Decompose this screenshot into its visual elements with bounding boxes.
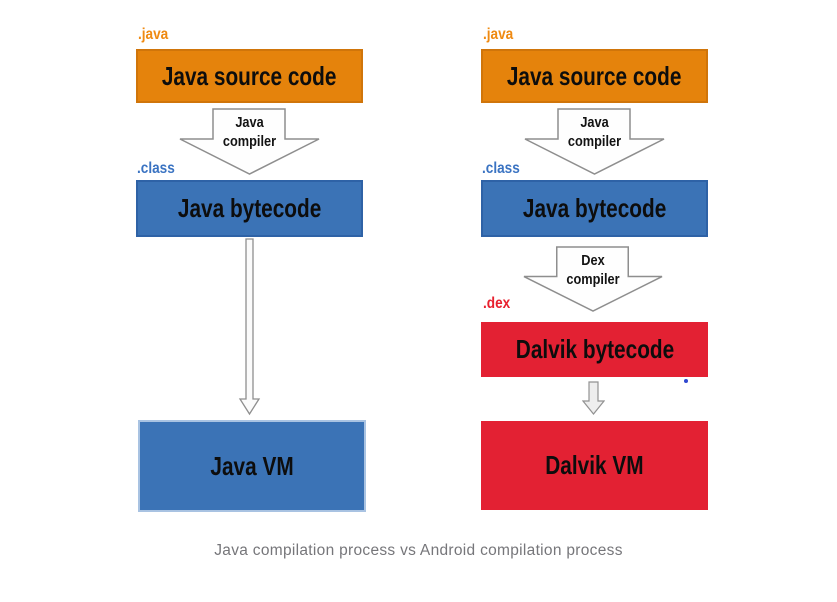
java-extension-label: .java (483, 26, 514, 43)
java-compiler-label: Java compiler (567, 114, 622, 150)
java-extension-label: .java (138, 26, 169, 43)
long-down-arrow-icon (236, 238, 262, 416)
down-block-arrow-icon (523, 246, 663, 312)
down-block-arrow-icon (524, 108, 665, 175)
class-extension-label: .class (137, 160, 175, 177)
java-compiler-label: Java compiler (222, 114, 277, 150)
class-extension-label: .class (482, 160, 520, 177)
java-source-code-box: Java source code (136, 49, 363, 103)
java-bytecode-box: Java bytecode (136, 180, 363, 237)
java-bytecode-box: Java bytecode (481, 180, 708, 237)
dalvik-vm-box: Dalvik VM (481, 421, 708, 510)
down-block-arrow-icon (179, 108, 320, 175)
dex-compiler-label: Dex compiler (566, 252, 620, 288)
dalvik-bytecode-box: Dalvik bytecode (481, 322, 708, 377)
short-down-arrow-icon (581, 381, 606, 415)
dex-extension-label: .dex (483, 295, 511, 312)
java-compiler-arrow: Java compiler (524, 108, 665, 175)
java-source-code-box: Java source code (481, 49, 708, 103)
dex-compiler-arrow: Dex compiler (523, 246, 663, 312)
java-vm-box: Java VM (138, 420, 366, 512)
stray-dot (684, 379, 688, 383)
caption: Java compilation process vs Android comp… (214, 542, 623, 559)
java-compiler-arrow: Java compiler (179, 108, 320, 175)
